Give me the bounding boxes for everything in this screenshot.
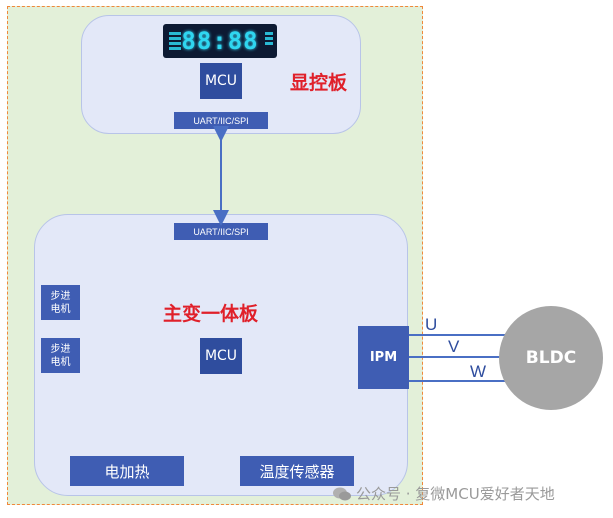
main-board-label: 主变一体板 [163,303,259,325]
display-mcu: MCU [200,63,242,99]
lcd-indicator-icons [169,30,181,52]
phase-v-label: V [448,337,460,356]
main-bus-interface: UART/IIC/SPI [174,223,268,240]
display-bus-interface: UART/IIC/SPI [174,112,268,129]
lcd-digits: 88:88 [181,27,259,55]
wechat-icon [333,487,351,500]
ipm-module: IPM [358,326,409,389]
bldc-label: BLDC [525,348,577,368]
lcd-indicator-icons-right [265,30,273,47]
bldc-motor: BLDC [499,306,603,410]
stepper-motor-2: 步进 电机 [41,338,80,373]
watermark: 公众号 · 复微MCU爱好者天地 [332,483,555,504]
phase-w-label: W [470,362,487,381]
watermark-text: 公众号 · 复微MCU爱好者天地 [356,485,555,503]
main-mcu: MCU [200,338,242,374]
temperature-sensor: 温度传感器 [240,456,354,486]
display-board-label: 显控板 [290,72,348,94]
stepper-motor-1: 步进 电机 [41,285,80,320]
phase-u-label: U [425,315,438,334]
electric-heater: 电加热 [70,456,184,486]
lcd-display: 88:88 [163,24,277,58]
